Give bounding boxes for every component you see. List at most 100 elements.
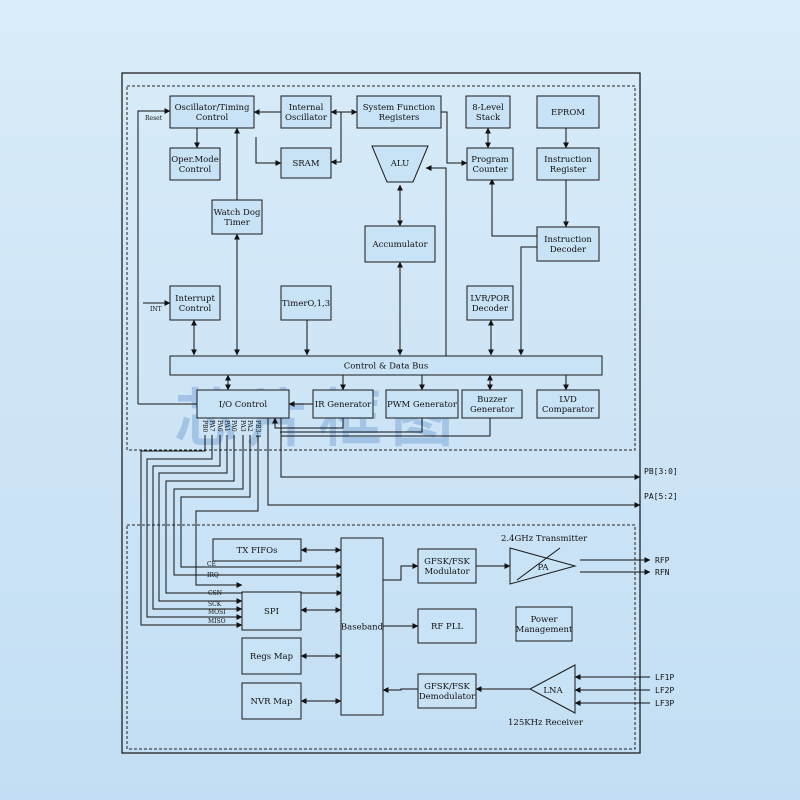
pa-amplifier [509,547,577,585]
opmode-label-0: Oper.Mode [171,155,219,165]
intosc-label-0: Internal [289,103,324,113]
lna-label: LNA [543,686,563,696]
chip-outline [121,72,641,754]
osc-label-1: Control [196,113,229,123]
intctl-label-1: Control [179,304,212,314]
irq-label: IRQ [207,572,219,579]
io-pin-1: PA7 [208,420,215,432]
sck-label: SCK [208,601,222,608]
sram-label-0: SRAM [292,159,319,169]
acc-label-0: Accumulator [371,240,428,250]
lf2p-label: LF2P [655,686,674,695]
lf3p-label: LF3P [655,699,674,708]
lna-amplifier [528,664,576,714]
pll-block: RF PLL [417,608,477,644]
alu-block [371,145,429,183]
tx-title: 2.4GHz Transmitter [501,534,588,544]
nvr-label-0: NVR Map [251,697,293,707]
pwm-label-0: PWM Generator [387,400,458,410]
demod-label-0: GFSK/FSK [424,682,470,692]
io-pin-4: PA0 [230,420,237,432]
regs-label-0: Regs Map [250,652,294,662]
regs-block: Regs Map [241,637,302,675]
lvr-label-0: LVR/POR [470,294,510,304]
bus-block: Control & Data Bus [169,355,603,376]
ir-label-0: Instruction [544,155,592,165]
mcu-region [126,85,636,451]
pll-label-0: RF PLL [431,622,463,632]
txfifo-label-0: TX FIFOs [237,546,278,556]
wdt-label-0: Watch Dog [214,208,261,218]
connections [137,108,651,706]
rfn-label: RFN [655,568,670,577]
sfr-label-1: Registers [379,113,420,123]
stack-label-0: 8-Level [472,103,504,113]
demod-label-1: Demodulator [419,692,476,702]
power-label-1: Management [516,625,573,635]
bus-label-0: Control & Data Bus [344,362,429,372]
timer-block: TimerO,1,3 [280,285,332,321]
io-pin-5: PA3 [239,420,246,432]
io-label-0: I/O Control [219,400,268,410]
txfifo-block: TX FIFOs [212,538,302,562]
eprom-label-0: EPROM [551,108,585,118]
rx-title: 125KHz Receiver [508,718,584,728]
alu-label: ALU [390,159,409,169]
csn-label: CSN [208,590,222,597]
mod-label-0: GFSK/FSK [424,557,470,567]
pc-label-0: Program [471,155,509,165]
reset-label: Reset [145,115,163,122]
spi-label-0: SPI [264,607,279,617]
lf1p-label: LF1P [655,673,674,682]
sram-block: SRAM [280,147,332,179]
io-pin-2: PA6 [216,420,223,432]
io-pin-3: PA1 [223,420,230,432]
pa-diag [516,547,561,581]
pa-label: PA [537,563,549,573]
mod-label-1: Modulator [424,567,470,577]
eprom-block: EPROM [536,95,600,129]
lvr-label-1: Decoder [472,304,509,314]
wdt-label-1: Timer [224,218,250,228]
buzz-label-1: Generator [470,405,515,415]
irgen-block: IR Generator [312,389,374,419]
ce-label: CE [207,561,216,568]
baseband-block: Baseband [340,537,384,716]
pa-pins-label: PA[5:2] [644,492,678,501]
intosc-label-1: Oscillator [285,113,328,123]
opmode-label-1: Control [179,165,212,175]
rfp-label: RFP [655,556,670,565]
io-block: I/O Control [196,389,290,419]
ir-label-1: Register [550,165,587,175]
pb-label: PB[3:0] [644,467,678,476]
io-pin-7: PB3-1 [254,420,261,438]
nvr-block: NVR Map [241,682,302,720]
stack-label-1: Stack [476,113,501,123]
mosi-label: MOSI [208,609,226,616]
sfr-label-0: System Function [363,103,436,113]
osc-label-0: Oscillator/Timing [175,103,250,113]
idec-label-1: Decoder [550,245,587,255]
io-pin-6: PA2 [246,420,253,432]
pwm-block: PWM Generator [385,389,459,419]
irgen-label-0: IR Generator [315,400,372,410]
io-pin-0: PB0 [201,420,208,432]
buzz-label-0: Buzzer [477,395,508,405]
rf-region [126,524,636,750]
